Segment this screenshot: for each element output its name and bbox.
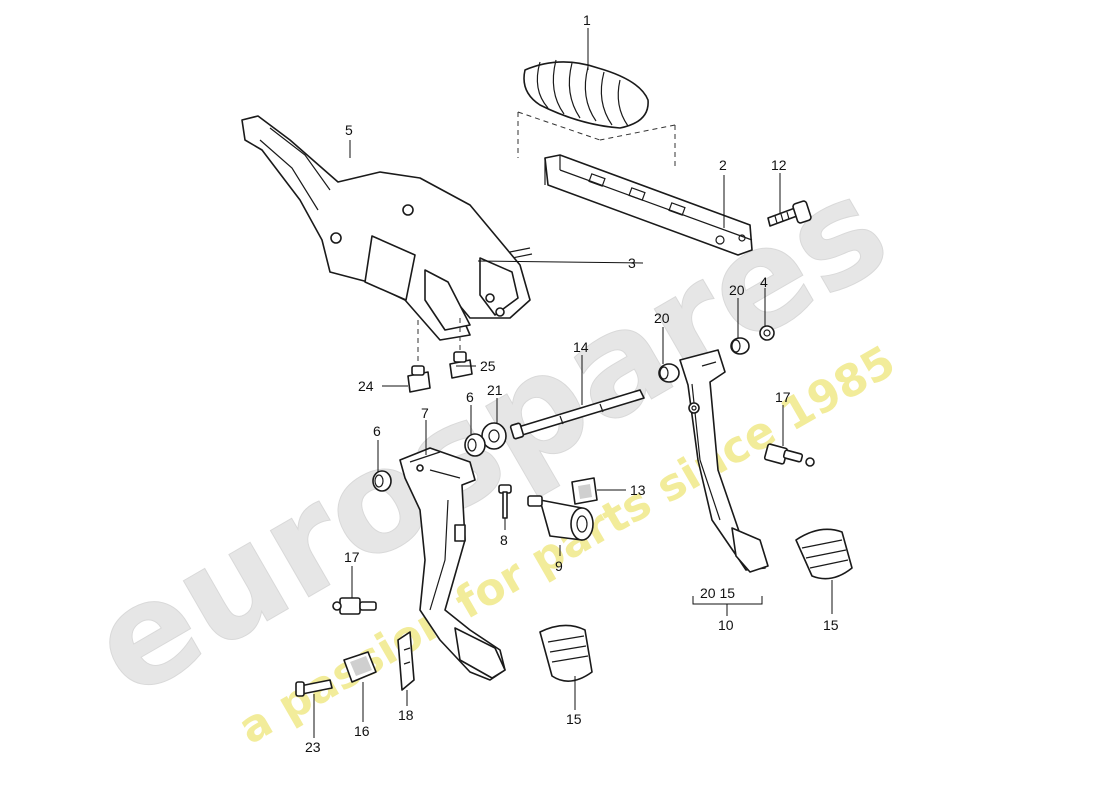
part-nut-4: [759, 325, 775, 341]
callout-21: 21: [487, 382, 503, 398]
part-bush-21: [481, 422, 507, 450]
callout-24: 24: [358, 378, 374, 394]
callout-10-sub: 20 15: [700, 585, 735, 601]
callout-8: 8: [500, 532, 508, 548]
callout-4: 4: [760, 274, 768, 290]
part-bush-6b: [372, 470, 392, 492]
part-spring-9: [527, 495, 594, 541]
part-bracket-18: [397, 631, 415, 691]
part-clip-25: [449, 351, 473, 379]
callout-6b: 6: [373, 423, 381, 439]
callout-17a: 17: [344, 549, 360, 565]
callout-numbers: 1 2 3 4 5 6 6 7 8 9 20 15 10 12 13 14 15…: [305, 12, 839, 755]
part-pedal-carrier: [241, 115, 531, 365]
callout-20b: 20: [654, 310, 670, 326]
part-bracket-16: [343, 651, 377, 683]
callout-9: 9: [555, 558, 563, 574]
callout-3: 3: [628, 255, 636, 271]
part-clip-24: [407, 365, 431, 393]
callout-18: 18: [398, 707, 414, 723]
part-pedal-10: [679, 349, 769, 573]
callout-20a: 20: [729, 282, 745, 298]
callout-6a: 6: [466, 389, 474, 405]
leader-lines: [313, 28, 833, 738]
part-clip-13: [571, 477, 598, 505]
part-shaft-14: [509, 389, 645, 440]
part-boot: [517, 59, 676, 170]
callout-15a: 15: [823, 617, 839, 633]
part-bush-20a: [730, 337, 750, 355]
callout-2: 2: [719, 157, 727, 173]
callout-12: 12: [771, 157, 787, 173]
part-switch-17a: [332, 597, 377, 615]
callout-17b: 17: [775, 389, 791, 405]
part-pedal-7: [399, 447, 506, 681]
callout-7: 7: [421, 405, 429, 421]
part-switch-17b: [763, 443, 815, 467]
part-pad-15a: [539, 624, 593, 682]
callout-25: 25: [480, 358, 496, 374]
part-bush-6a: [464, 433, 486, 457]
callout-5: 5: [345, 122, 353, 138]
callout-13: 13: [630, 482, 646, 498]
part-screw-12: [767, 200, 812, 227]
callout-23: 23: [305, 739, 321, 755]
part-bracket-bar: [544, 154, 753, 256]
callout-16: 16: [354, 723, 370, 739]
callout-10: 10: [718, 617, 734, 633]
part-bolt-23: [295, 679, 333, 697]
callout-14: 14: [573, 339, 589, 355]
part-bush-20b: [658, 363, 680, 383]
callout-1: 1: [583, 12, 591, 28]
part-pad-15b: [795, 528, 853, 580]
part-pin-8: [498, 484, 512, 519]
callout-15b: 15: [566, 711, 582, 727]
